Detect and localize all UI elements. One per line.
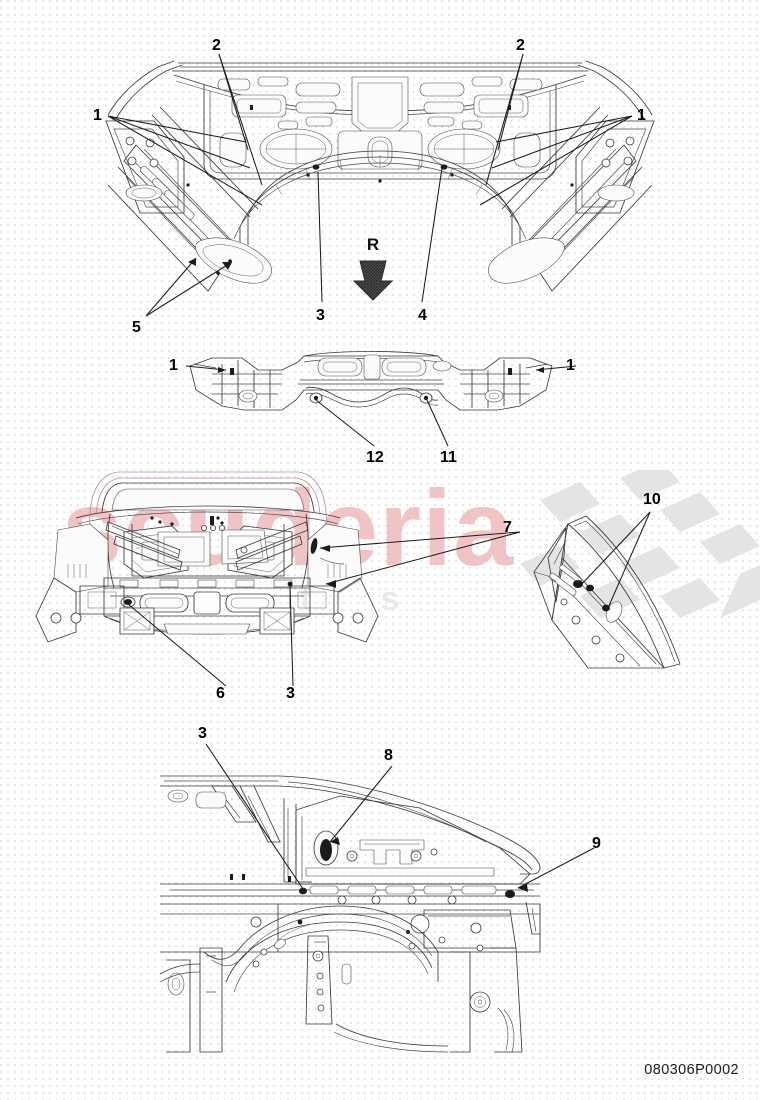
callout-1-right: 1 xyxy=(637,107,646,124)
direction-marker: R xyxy=(350,236,396,308)
diagram-reference-code: 080306P0002 xyxy=(644,1062,739,1078)
view-vehicle-rear-end xyxy=(32,466,382,676)
callout-2-right: 2 xyxy=(516,37,525,54)
callout-1-left: 1 xyxy=(93,107,102,124)
callout-3-rear: 3 xyxy=(286,685,295,702)
callout-8: 8 xyxy=(384,747,393,764)
callout-2-left: 2 xyxy=(212,37,221,54)
down-arrow-icon xyxy=(352,260,394,301)
callout-1-crossmember-left: 1 xyxy=(169,357,178,374)
callout-12: 12 xyxy=(366,449,384,466)
callout-5: 5 xyxy=(132,319,141,336)
callout-1-crossmember-right: 1 xyxy=(566,357,575,374)
callout-7: 7 xyxy=(503,519,512,536)
callout-3-bodyside: 3 xyxy=(198,725,207,742)
view-rear-pillar-detail xyxy=(528,498,708,669)
callout-6: 6 xyxy=(216,685,225,702)
callout-10: 10 xyxy=(643,491,661,508)
callout-4: 4 xyxy=(418,307,427,324)
callout-3-top: 3 xyxy=(316,307,325,324)
callout-9: 9 xyxy=(592,835,601,852)
direction-label: R xyxy=(366,235,380,254)
view-rear-crossmember-panel xyxy=(186,344,556,440)
callout-11: 11 xyxy=(440,449,457,466)
view-body-side-inner-panel xyxy=(159,752,600,1072)
